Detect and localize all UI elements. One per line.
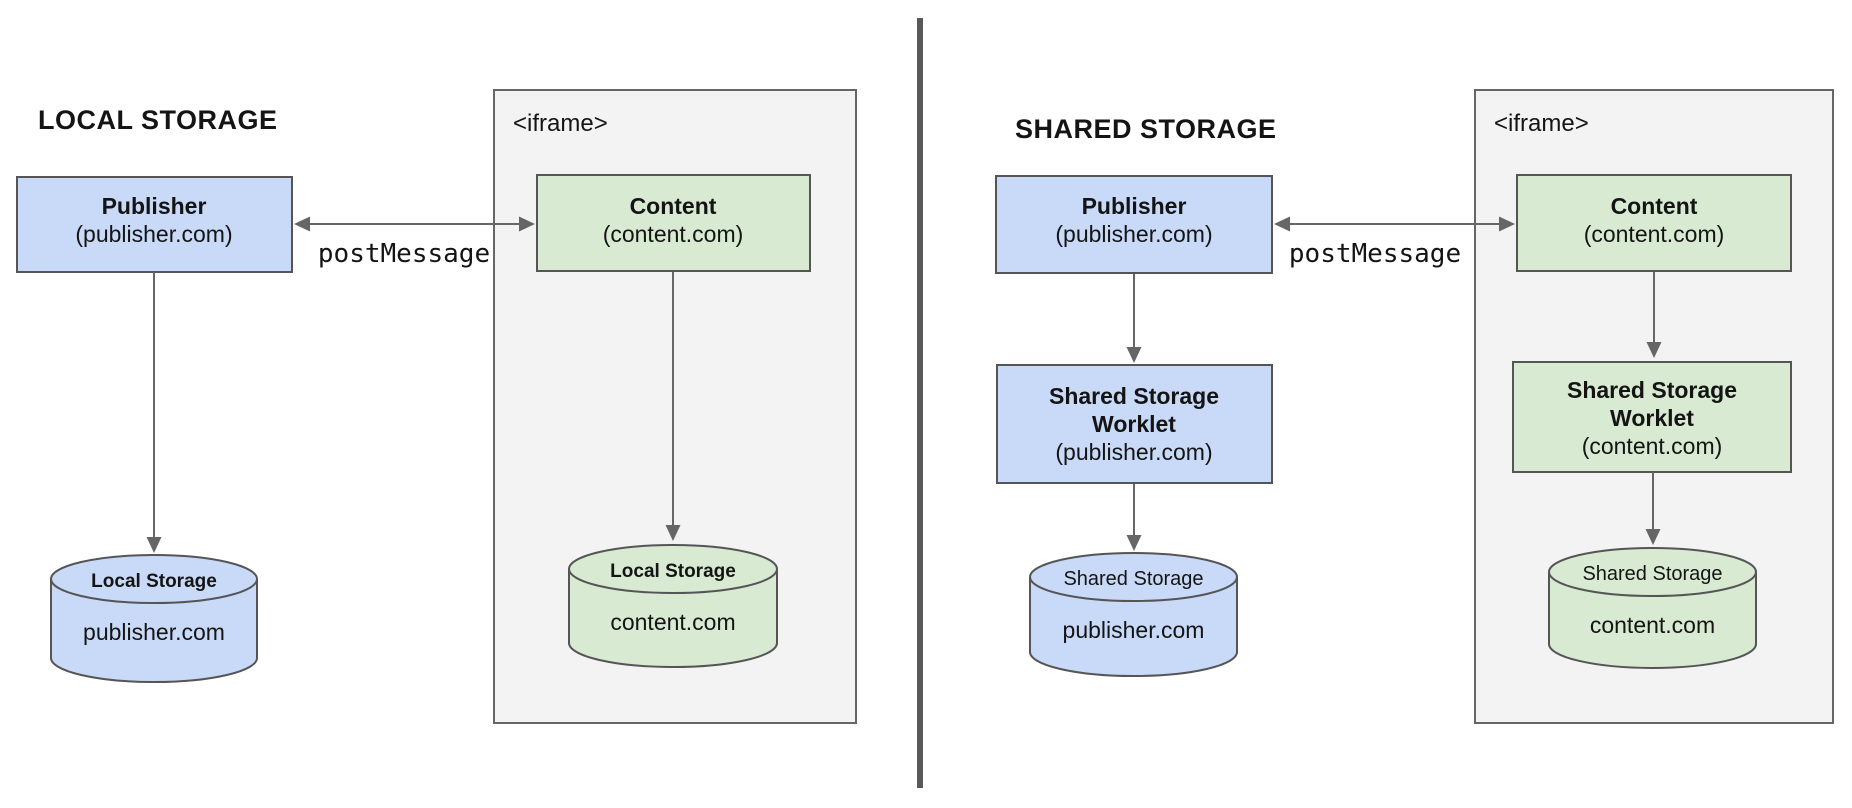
content-box-domain: (content.com) <box>603 221 744 247</box>
content-storage-cylinder <box>1548 572 1757 669</box>
content-box <box>536 174 811 272</box>
publisher-box-name: Publisher <box>102 193 207 219</box>
publisher-box-name: Publisher <box>1082 193 1187 219</box>
shared-storage-panel: SHARED STORAGE <iframe> Publisher (publi… <box>995 89 1834 724</box>
worklet-box-name-line2: Worklet <box>1610 405 1694 431</box>
arrowhead-down-icon <box>1645 529 1661 545</box>
storage-origin: publisher.com <box>83 619 225 645</box>
iframe-label: <iframe> <box>513 110 608 137</box>
publisher-storage-cylinder <box>1029 577 1238 677</box>
storage-label: Local Storage <box>610 561 736 582</box>
arrowhead-down-icon <box>665 525 681 541</box>
publisher-box <box>16 176 293 273</box>
content-worklet-box <box>1512 361 1792 473</box>
content-box-name: Content <box>630 193 717 219</box>
arrowhead-down-icon <box>1126 347 1142 363</box>
content-storage-cylinder-top <box>568 544 778 594</box>
worklet-box-name-line1: Shared Storage <box>1567 377 1737 403</box>
publisher-storage-cylinder-top <box>1029 552 1238 602</box>
content-box <box>1516 174 1792 272</box>
storage-label: Shared Storage <box>1063 568 1203 590</box>
arrowhead-down-icon <box>146 537 162 553</box>
publisher-storage-cylinder-top <box>50 554 258 604</box>
storage-label: Shared Storage <box>1582 563 1722 585</box>
content-box-domain: (content.com) <box>1584 221 1725 247</box>
publisher-worklet-box <box>996 364 1273 484</box>
content-storage-cylinder <box>568 569 778 668</box>
panel-title: SHARED STORAGE <box>1015 114 1277 144</box>
postmessage-label: postMessage <box>1289 239 1461 269</box>
worklet-box-domain: (content.com) <box>1582 433 1723 459</box>
arrowhead-down-icon <box>1126 535 1142 551</box>
content-storage-cylinder-top <box>1548 547 1757 597</box>
content-box-name: Content <box>1611 193 1698 219</box>
storage-label: Local Storage <box>91 571 217 592</box>
arrowhead-left-icon <box>1274 216 1290 232</box>
panel-title: LOCAL STORAGE <box>38 105 278 135</box>
worklet-box-name-line1: Shared Storage <box>1049 383 1219 409</box>
publisher-box-domain: (publisher.com) <box>1055 221 1212 247</box>
publisher-box <box>995 175 1273 274</box>
worklet-box-domain: (publisher.com) <box>1055 439 1212 465</box>
worklet-box-name-line2: Worklet <box>1092 411 1176 437</box>
arrowhead-right-icon <box>519 216 535 232</box>
iframe-label: <iframe> <box>1494 110 1589 137</box>
storage-origin: publisher.com <box>1063 617 1205 643</box>
arrowhead-down-icon <box>1646 342 1662 358</box>
storage-origin: content.com <box>1590 612 1715 638</box>
storage-origin: content.com <box>610 609 735 635</box>
publisher-storage-cylinder <box>50 579 258 683</box>
publisher-box-domain: (publisher.com) <box>75 221 232 247</box>
postmessage-label: postMessage <box>318 239 490 269</box>
local-storage-panel: LOCAL STORAGE <iframe> Publisher (publis… <box>16 89 857 724</box>
arrowhead-right-icon <box>1499 216 1515 232</box>
arrowhead-left-icon <box>294 216 310 232</box>
